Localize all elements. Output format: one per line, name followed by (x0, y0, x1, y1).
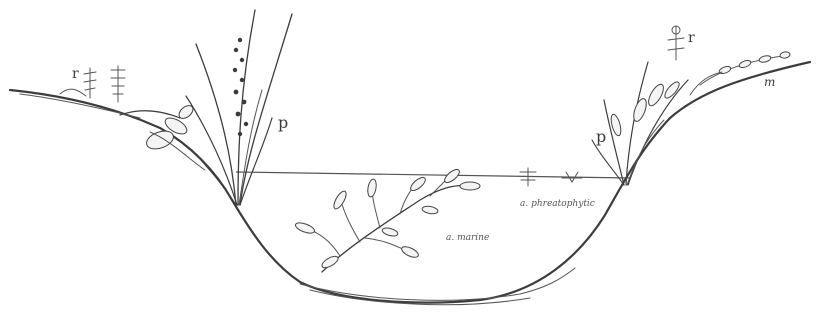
label-left-p: p (278, 113, 288, 132)
submerged-plant-icon (294, 167, 480, 272)
label-right-r: r (688, 30, 695, 46)
bank-profile (10, 62, 810, 305)
label-submerged: a. marine (446, 233, 489, 243)
left-rush-herbs (60, 66, 125, 102)
label-right-m: m (764, 75, 775, 89)
left-reeds-icon (186, 10, 292, 205)
water-surface-line (236, 172, 630, 178)
label-left-r: r (72, 66, 79, 82)
right-reeds-icon (592, 62, 688, 185)
left-leafy-plants (120, 103, 205, 170)
label-right-p: p (596, 127, 606, 146)
label-floating: a. phreatophytic (520, 199, 595, 209)
